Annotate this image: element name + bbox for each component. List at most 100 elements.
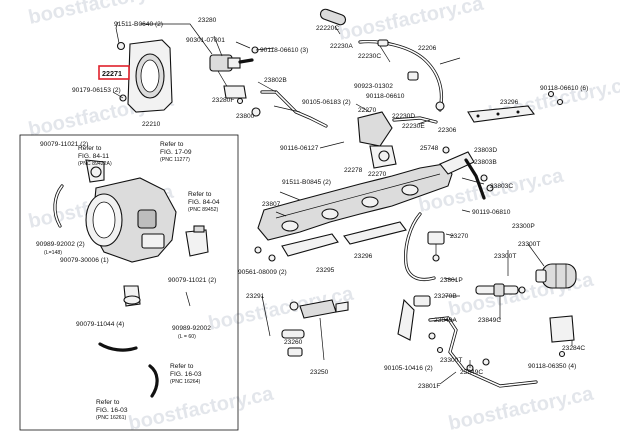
part-label: 23300T (494, 253, 516, 260)
refer-line: FIG. 84-11 (78, 153, 109, 160)
part-label: 22230C (358, 53, 381, 60)
refer-line: Refer to (160, 141, 184, 148)
cover-23295 (254, 221, 407, 262)
part-label: 90119-06810 (472, 209, 511, 216)
part-label: 23296 (354, 253, 373, 260)
hose-22206 (319, 8, 445, 112)
part-label: 23250 (310, 369, 329, 376)
refer-line: Refer to (96, 399, 120, 406)
sensor-23280 (209, 35, 259, 105)
throttle-body-frame (19, 134, 239, 431)
part-label: 22270 (368, 171, 387, 178)
part-label: 91511-B0845 (2) (282, 179, 331, 186)
part-label: 22230E (402, 123, 425, 130)
part-label: 23291 (246, 293, 265, 300)
part-label: 23300T (518, 241, 540, 248)
part-label: 90179-06153 (2) (72, 87, 121, 94)
part-label: 90079-11021 (2) (40, 141, 88, 148)
part-label: 23803B (474, 159, 497, 166)
hose-23802B (251, 90, 328, 128)
fuel-line-23801P (404, 212, 445, 282)
part-label: 90079-30006 (1) (60, 257, 109, 264)
part-label: 23803D (474, 147, 497, 154)
part-label: 22278 (344, 167, 363, 174)
part-label: 90301-07001 (186, 37, 225, 44)
part-label: 23801F (418, 383, 440, 390)
part-label: 22271 (102, 69, 122, 78)
refer-line: FIG. 16-03 (96, 407, 128, 414)
throttle-body-22210 (53, 159, 209, 398)
fuel-rail-23807 (257, 151, 494, 241)
highlight-box (98, 65, 130, 80)
part-label: 22306 (438, 127, 457, 134)
refer-note: Refer to FIG. 16-03 (PNC 16264) (170, 363, 202, 385)
refer-note: Refer to FIG. 84-04 (PNC 89452) (188, 191, 220, 213)
part-label: 90118-06610 (6) (540, 85, 588, 92)
valve-22270 (357, 111, 450, 169)
part-labels: 91511-B0640 (2) 23280 90301-07001 90118-… (36, 17, 588, 390)
refer-line: FIG. 84-04 (188, 199, 220, 206)
refer-line: FIG. 16-03 (170, 371, 202, 378)
part-label: 90923-01302 (354, 83, 393, 90)
part-label: 23296 (500, 99, 519, 106)
refer-line: FIG. 17-09 (160, 149, 192, 156)
part-label: 23807 (262, 201, 281, 208)
part-label: 90989-92002 (172, 325, 211, 332)
part-label: 23803C (490, 183, 513, 190)
part-label: 22220C (316, 25, 339, 32)
part-label: 23280 (198, 17, 217, 24)
part-label: 90105-06183 (2) (302, 99, 351, 106)
part-label: 90989-92002 (2) (36, 241, 85, 248)
refer-line: Refer to (188, 191, 212, 198)
part-label: 90561-08009 (2) (238, 269, 287, 276)
regulator-23300 (475, 263, 577, 358)
part-label: 23280F (212, 97, 234, 104)
refer-notes: Refer to FIG. 17-09 (PNC 11277) Refer to… (78, 141, 220, 421)
part-label: 23260 (284, 339, 303, 346)
part-label: 23849C (478, 317, 501, 324)
refer-line: (PNC 11277) (160, 157, 190, 163)
part-label: 22270 (358, 107, 377, 114)
watermark: boostfactory.ca (126, 383, 276, 435)
part-label: 90116-06127 (280, 145, 319, 152)
part-label: (L = 60) (178, 334, 196, 340)
part-label: 23270B (434, 293, 457, 300)
part-label: 23849A (434, 317, 457, 324)
injector-23250 (261, 295, 349, 361)
watermark: boostfactory.ca (336, 0, 486, 45)
part-label: 23849C (460, 369, 483, 376)
part-label: 90118-06610 (366, 93, 405, 100)
refer-note: Refer to FIG. 17-09 (PNC 11277) (160, 141, 192, 163)
part-label: 23800 (236, 113, 255, 120)
refer-line: (PNC 16264) (170, 379, 201, 385)
part-label: 22230D (392, 113, 415, 120)
leader-lines (140, 23, 573, 385)
part-label: 23802B (264, 77, 287, 84)
part-label: 23300T (440, 357, 462, 364)
refer-line: (PNC 89422A) (78, 161, 112, 167)
part-label: 22230A (330, 43, 353, 50)
part-label: 90079-11021 (2) (168, 277, 216, 284)
gasket-assembly (112, 21, 173, 113)
part-label: 23270 (450, 233, 469, 240)
refer-line: (PNC 89452) (188, 207, 219, 213)
refer-line: (PNC 16261) (96, 415, 127, 421)
refer-note: Refer to FIG. 16-03 (PNC 16261) (96, 399, 128, 421)
part-label: 23801P (440, 277, 463, 284)
part-label: 90105-10416 (2) (384, 365, 433, 372)
part-label: 91511-B0640 (2) (114, 21, 163, 28)
part-label: 23295 (316, 267, 335, 274)
part-label: 90079-11044 (4) (76, 321, 124, 328)
part-label: 25748 (420, 145, 439, 152)
part-label: 90118-06610 (3) (260, 47, 308, 54)
part-label: 22210 (142, 121, 161, 128)
part-label: (L=148) (44, 250, 62, 256)
refer-line: Refer to (78, 145, 102, 152)
refer-note: Refer to FIG. 84-11 (PNC 89422A) (78, 145, 112, 167)
part-label: 23300P (512, 223, 535, 230)
part-label: 23284C (562, 345, 585, 352)
part-label: 90118-06350 (4) (528, 363, 576, 370)
cover-23296 (467, 90, 564, 123)
refer-line: Refer to (170, 363, 194, 370)
